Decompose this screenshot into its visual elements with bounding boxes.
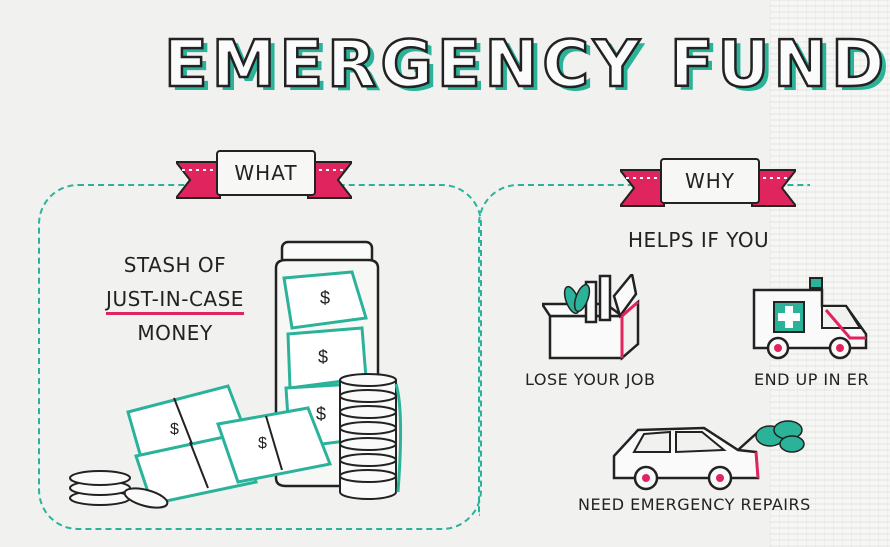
what-line-2: JUST-IN-CASE [106,287,244,315]
cash-bundle-icon: $ $ [126,384,333,506]
what-line-3: MONEY [137,321,213,345]
what-ribbon: WHAT [176,140,352,204]
coin-stack-icon [69,470,169,509]
page-title: EMERGENCY FUND [163,27,889,104]
paper-texture [770,0,890,547]
reason-er: END UP IN ER [754,370,869,389]
svg-text:$: $ [170,421,179,438]
svg-text:$: $ [258,435,267,452]
svg-text:$: $ [320,288,330,308]
reason-repairs: NEED EMERGENCY REPAIRS [578,495,811,514]
what-line-1: STASH OF [123,253,227,277]
ambulance-icon [752,277,868,360]
svg-text:$: $ [316,404,326,424]
ribbon-icon [620,169,796,207]
svg-text:$: $ [318,347,328,367]
reason-lose-job: LOSE YOUR JOB [525,370,656,389]
what-description: STASH OF JUST-IN-CASE MONEY [80,248,270,350]
coin-stack-icon [339,373,403,500]
why-intro: HELPS IF YOU [628,228,770,252]
what-label: WHAT [216,150,316,196]
moving-box-icon [542,274,640,361]
why-label: WHY [660,158,760,204]
why-ribbon: WHY [620,148,796,212]
broken-car-icon [612,420,805,491]
